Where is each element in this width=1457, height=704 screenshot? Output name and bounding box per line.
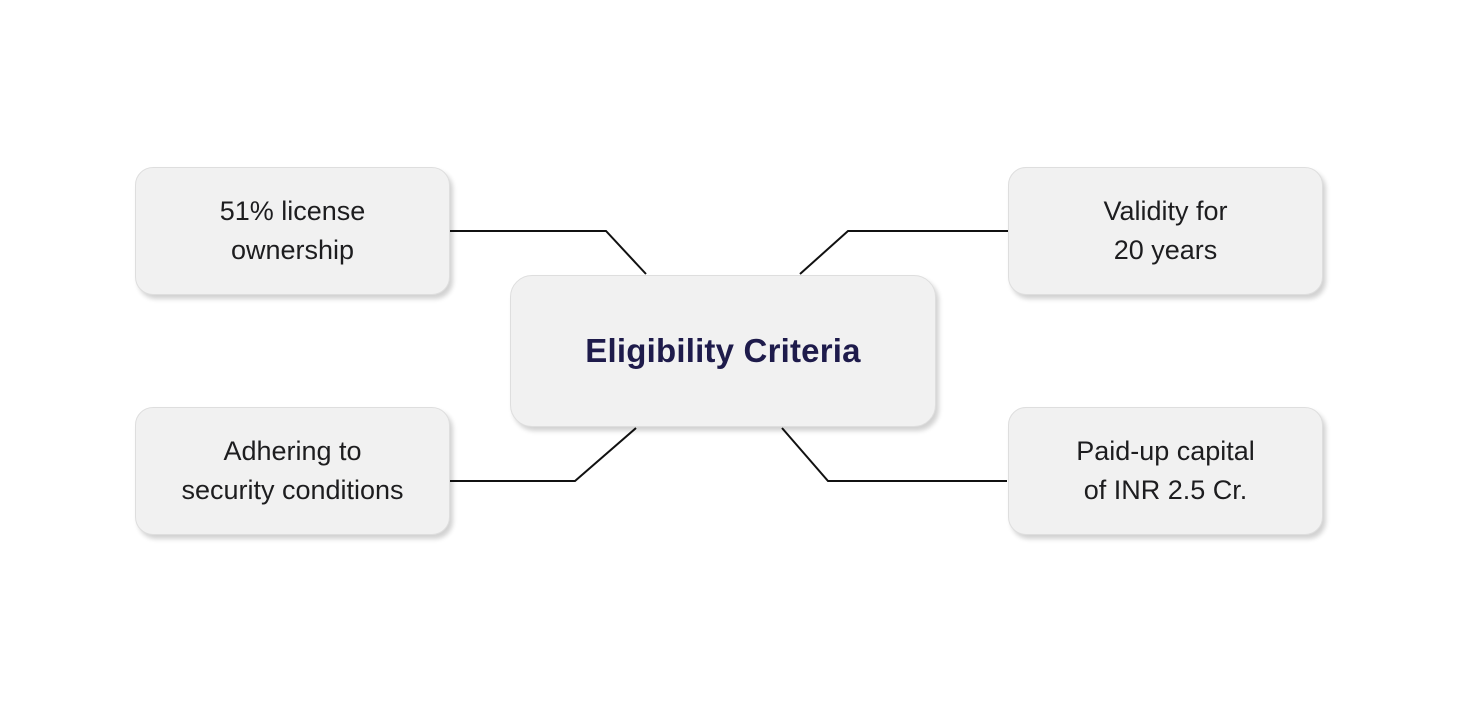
connector-bottom-left xyxy=(450,427,637,482)
node-paid-up-capital: Paid-up capital of INR 2.5 Cr. xyxy=(1008,407,1323,535)
node-eligibility-criteria-label: Eligibility Criteria xyxy=(585,332,861,369)
node-validity: Validity for 20 years xyxy=(1008,167,1323,295)
connector-top-left xyxy=(450,230,647,275)
node-security-conditions-label: Adhering to security conditions xyxy=(181,436,404,505)
node-license-ownership: 51% license ownership xyxy=(135,167,450,295)
node-validity-label: Validity for 20 years xyxy=(1103,196,1228,265)
node-paid-up-capital-label: Paid-up capital of INR 2.5 Cr. xyxy=(1076,436,1255,505)
connector-bottom-right xyxy=(781,427,1007,482)
node-security-conditions: Adhering to security conditions xyxy=(135,407,450,535)
connector-top-right xyxy=(799,230,1008,275)
node-license-ownership-label: 51% license ownership xyxy=(219,196,366,265)
node-eligibility-criteria: Eligibility Criteria xyxy=(510,275,936,427)
